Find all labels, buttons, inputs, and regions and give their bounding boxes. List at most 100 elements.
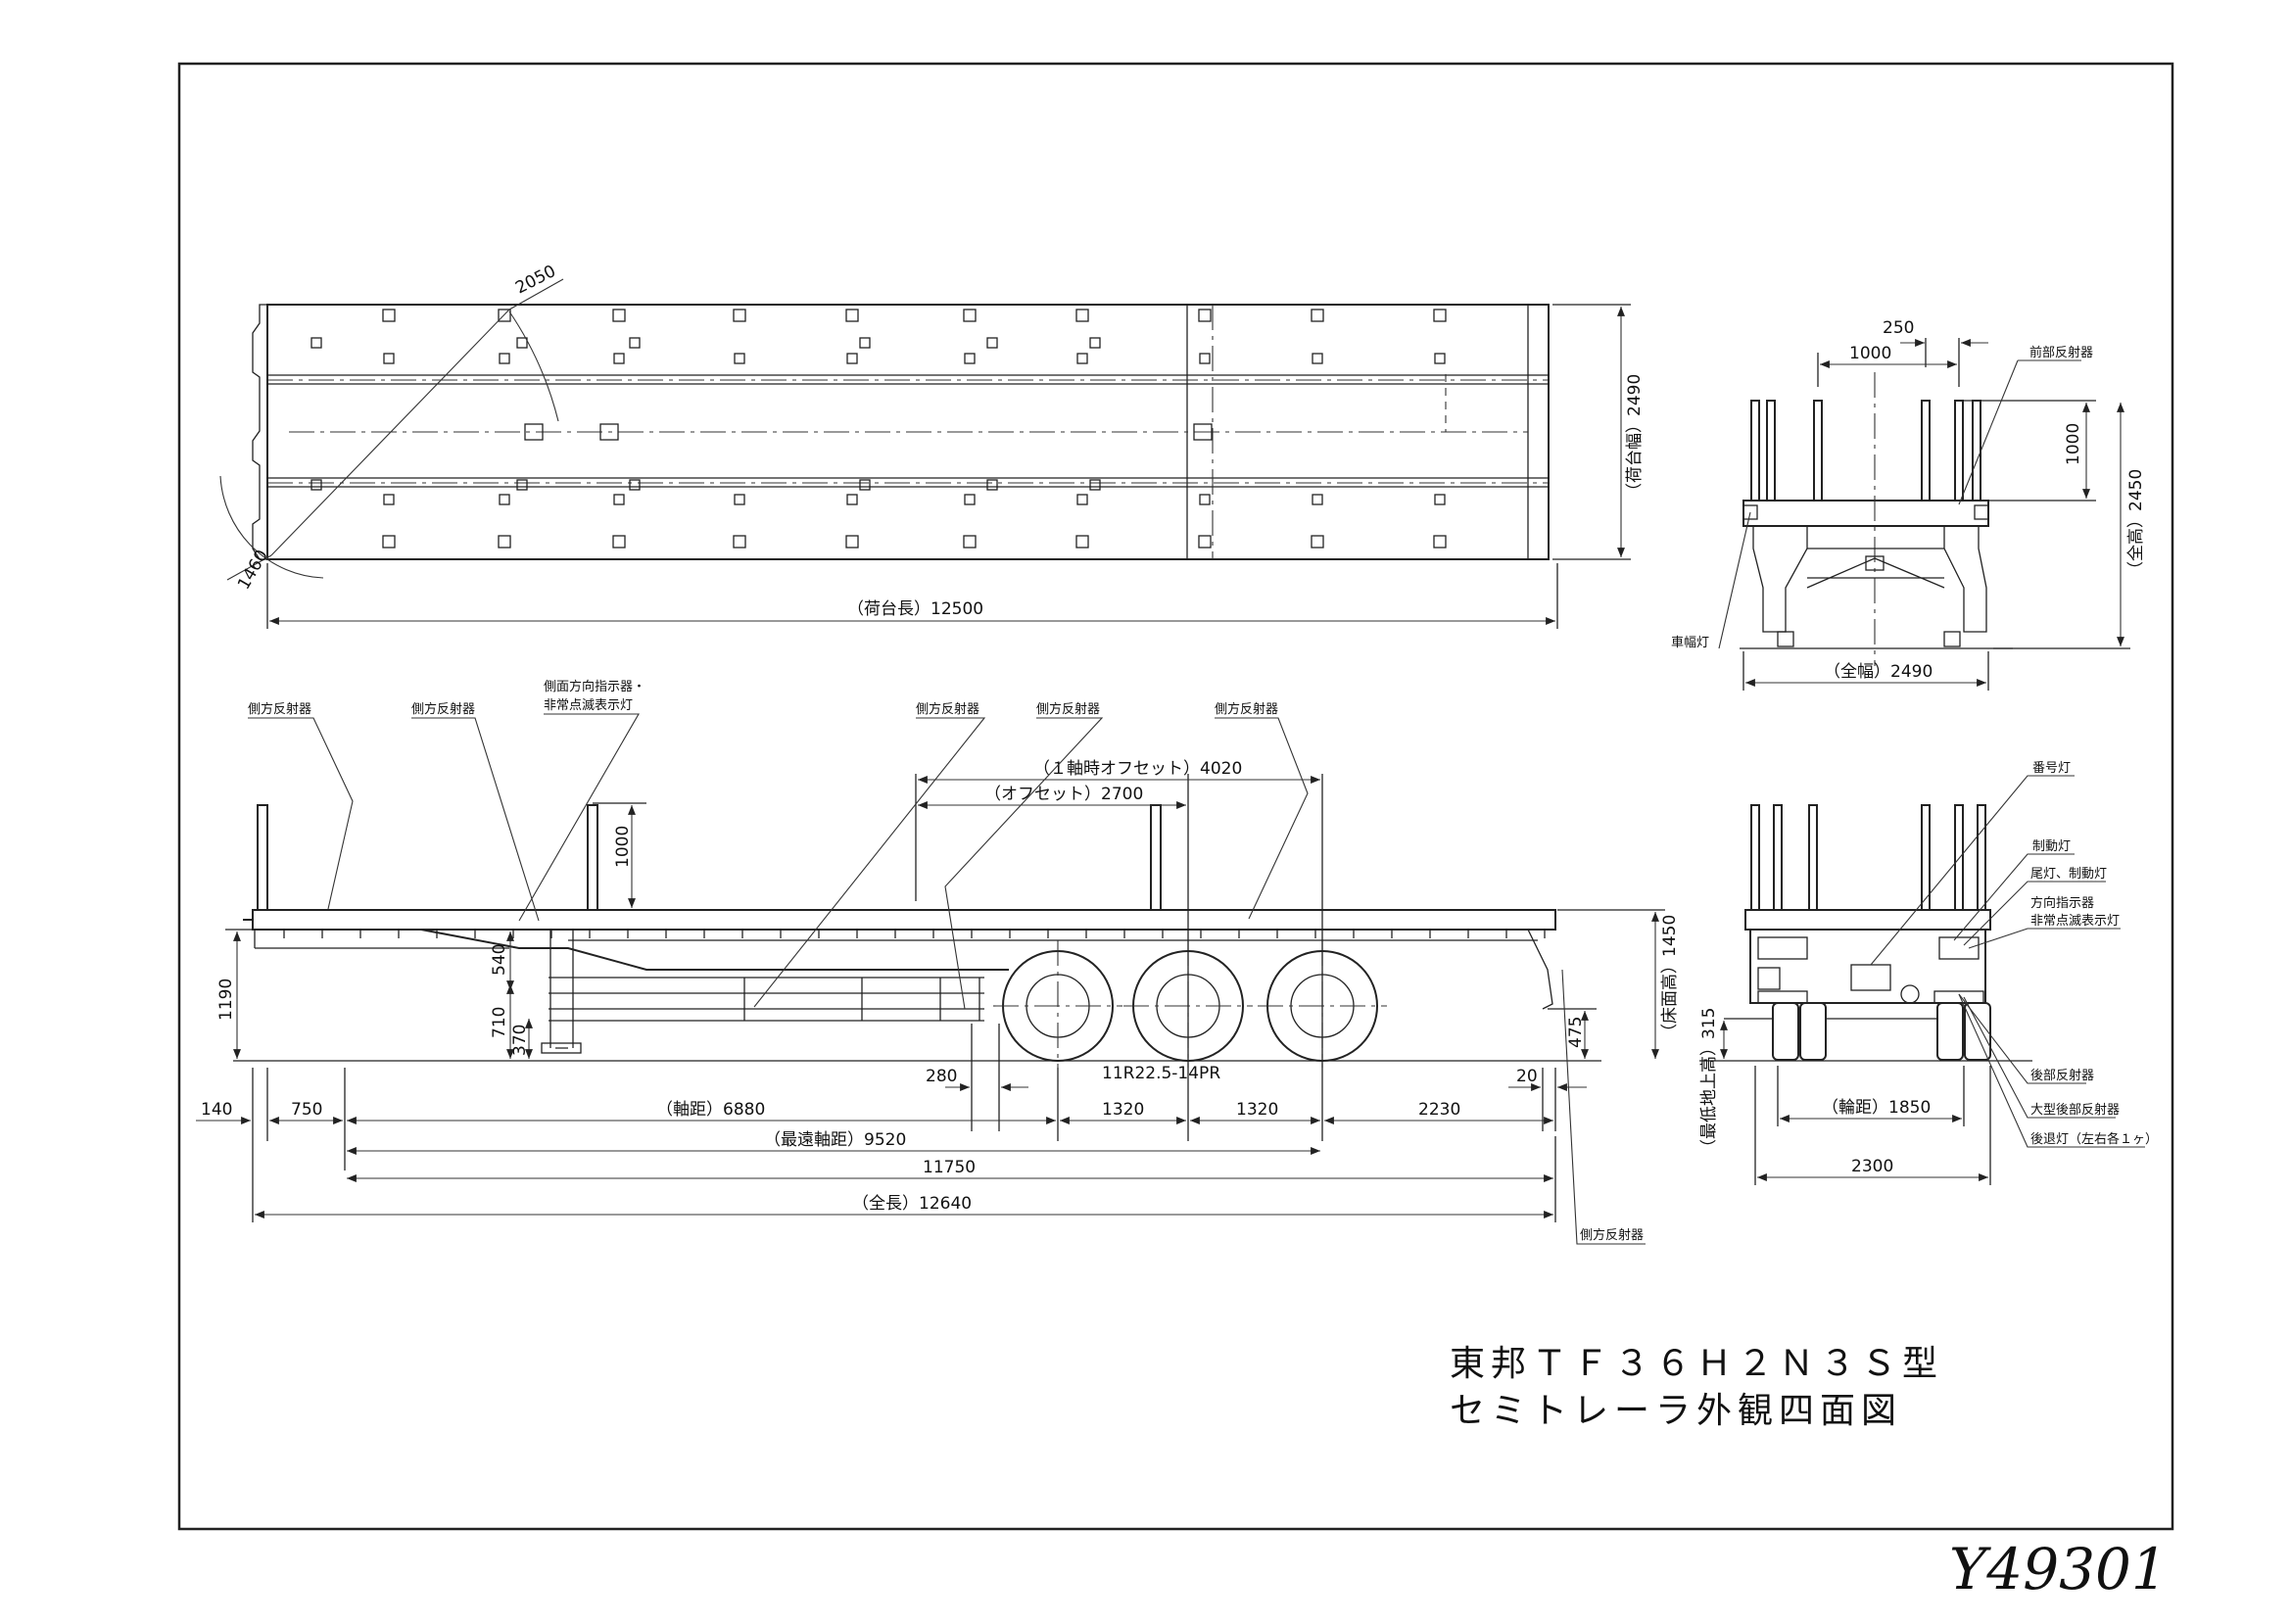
side-dim-140: 140 [201, 1100, 232, 1120]
stake-pocket [964, 494, 976, 505]
stake-pocket [846, 494, 858, 505]
rear-dim-width: 2300 [1851, 1157, 1893, 1176]
stake [1150, 804, 1162, 911]
stake-pocket [629, 337, 641, 349]
stake [1773, 804, 1783, 911]
stake [1750, 400, 1760, 502]
stake-pocket [498, 309, 511, 322]
drawing-title-line2: セミトレーラ外観四面図 [1450, 1391, 1902, 1431]
stake-pocket [1434, 494, 1446, 505]
plan-dim-deck-width: （荷台幅）2490 [1625, 374, 1645, 500]
stake-pocket [1199, 494, 1211, 505]
stake-pocket [963, 535, 977, 549]
stake-pocket [734, 353, 745, 364]
rear-label-brake-lamp: 制動灯 [2032, 839, 2071, 854]
stake [1813, 400, 1823, 502]
side-dim-20: 20 [1516, 1067, 1538, 1086]
stake-pocket [1312, 353, 1323, 364]
side-label-reflector-5: 側方反射器 [1215, 701, 1278, 717]
side-view: 11R22.5-14PR （１軸時オフセット）4020 （オフセット）2700 … [196, 679, 1680, 1245]
side-label-reflector-2: 側方反射器 [411, 701, 475, 717]
stake-pocket [733, 309, 746, 322]
side-dim-wheelbase: （軸距）6880 [656, 1100, 765, 1120]
front-view: 1000 250 1000 （全高）2450 （全幅）2490 前部反射器 車幅… [1671, 318, 2146, 691]
stake [1808, 804, 1818, 911]
front-dim-250: 250 [1883, 318, 1914, 338]
stake-pocket [964, 353, 976, 364]
front-dim-overall-width: （全幅）2490 [1824, 662, 1933, 682]
drawing-border [177, 62, 2174, 1531]
stake-pocket [1089, 479, 1101, 491]
side-dim-540: 540 [490, 944, 509, 976]
side-dim-floor-height: （床面高）1450 [1660, 915, 1680, 1040]
side-dim-offset-1axle: （１軸時オフセット）4020 [1033, 759, 1242, 779]
side-dim-rear-overhang: 2230 [1418, 1100, 1460, 1120]
kingpin-plate [599, 423, 619, 441]
stake-pocket [612, 309, 626, 322]
stake-pocket [1075, 309, 1089, 322]
side-dim-475: 475 [1566, 1017, 1586, 1048]
stake-pocket [1433, 309, 1447, 322]
stake [1750, 804, 1760, 911]
stake-pocket [986, 337, 998, 349]
stake-pockets [310, 309, 1447, 549]
stake-pocket [1433, 535, 1447, 549]
stake-pocket [499, 353, 510, 364]
stake-pocket [1198, 535, 1212, 549]
stake-pocket [516, 479, 528, 491]
side-dim-axle-1: 1320 [1102, 1100, 1144, 1120]
side-dim-stake-height: 1000 [613, 826, 633, 868]
stake [257, 804, 268, 911]
side-label-reflector-bottom: 側方反射器 [1580, 1227, 1644, 1243]
stake-pocket [845, 309, 859, 322]
rear-label-reverse-lamp: 後退灯（左右各１ヶ） [2030, 1131, 2158, 1147]
stake-pocket [859, 479, 871, 491]
stake-pocket [382, 309, 396, 322]
stake [1954, 804, 1964, 911]
stake [1921, 400, 1931, 502]
stake [1972, 400, 1981, 502]
rear-label-rear-reflector: 後部反射器 [2030, 1068, 2094, 1083]
drawing-title-line1: 東邦ＴＦ３６Ｈ２Ｎ３Ｓ型 [1450, 1344, 1943, 1384]
stake-pocket [612, 535, 626, 549]
stake-pocket [499, 494, 510, 505]
side-dim-offset: （オフセット）2700 [984, 785, 1143, 804]
stake-pocket [1434, 353, 1446, 364]
side-dim-max-wheelbase: （最遠軸距）9520 [764, 1130, 906, 1150]
stake-pocket [382, 535, 396, 549]
stake-pocket [383, 353, 395, 364]
rear-label-turn-signal-2: 非常点滅表示灯 [2030, 914, 2120, 929]
side-label-reflector-4: 側方反射器 [1036, 701, 1100, 717]
side-dim-280: 280 [926, 1067, 957, 1086]
side-label-turn-signal-2: 非常点滅表示灯 [544, 698, 633, 713]
stake-pocket [516, 337, 528, 349]
side-label-turn-signal-1: 側面方向指示器・ [544, 679, 645, 694]
front-dim-1000-w: 1000 [1849, 344, 1891, 363]
stake-pocket [846, 353, 858, 364]
rear-label-tail-brake: 尾灯、制動灯 [2030, 867, 2107, 882]
stake-pocket [1089, 337, 1101, 349]
stake-pocket [1076, 494, 1088, 505]
front-dim-overall-height: （全高）2450 [2126, 469, 2146, 578]
plan-view: 2050 1460 （荷台長）12500 （荷台幅）2490 [219, 262, 1645, 629]
plan-dim-deck-length: （荷台長）12500 [847, 599, 983, 619]
plan-deck-outline [266, 304, 1550, 560]
stake-pocket [963, 309, 977, 322]
stake-pocket [310, 479, 322, 491]
stake-pocket [859, 337, 871, 349]
stake-pocket [1076, 353, 1088, 364]
side-dim-coupler-height: 1190 [216, 979, 236, 1021]
side-dim-11750: 11750 [923, 1158, 976, 1177]
front-label-clearance-lamp: 車幅灯 [1671, 636, 1709, 650]
stake [1921, 804, 1931, 911]
stake-pocket [734, 494, 745, 505]
side-dim-710: 710 [490, 1007, 509, 1038]
stake-pocket [310, 337, 322, 349]
stake [587, 804, 598, 911]
stake-pocket [1311, 535, 1324, 549]
side-dim-750: 750 [291, 1100, 322, 1120]
stake-pocket [1198, 309, 1212, 322]
stake-pocket [629, 479, 641, 491]
